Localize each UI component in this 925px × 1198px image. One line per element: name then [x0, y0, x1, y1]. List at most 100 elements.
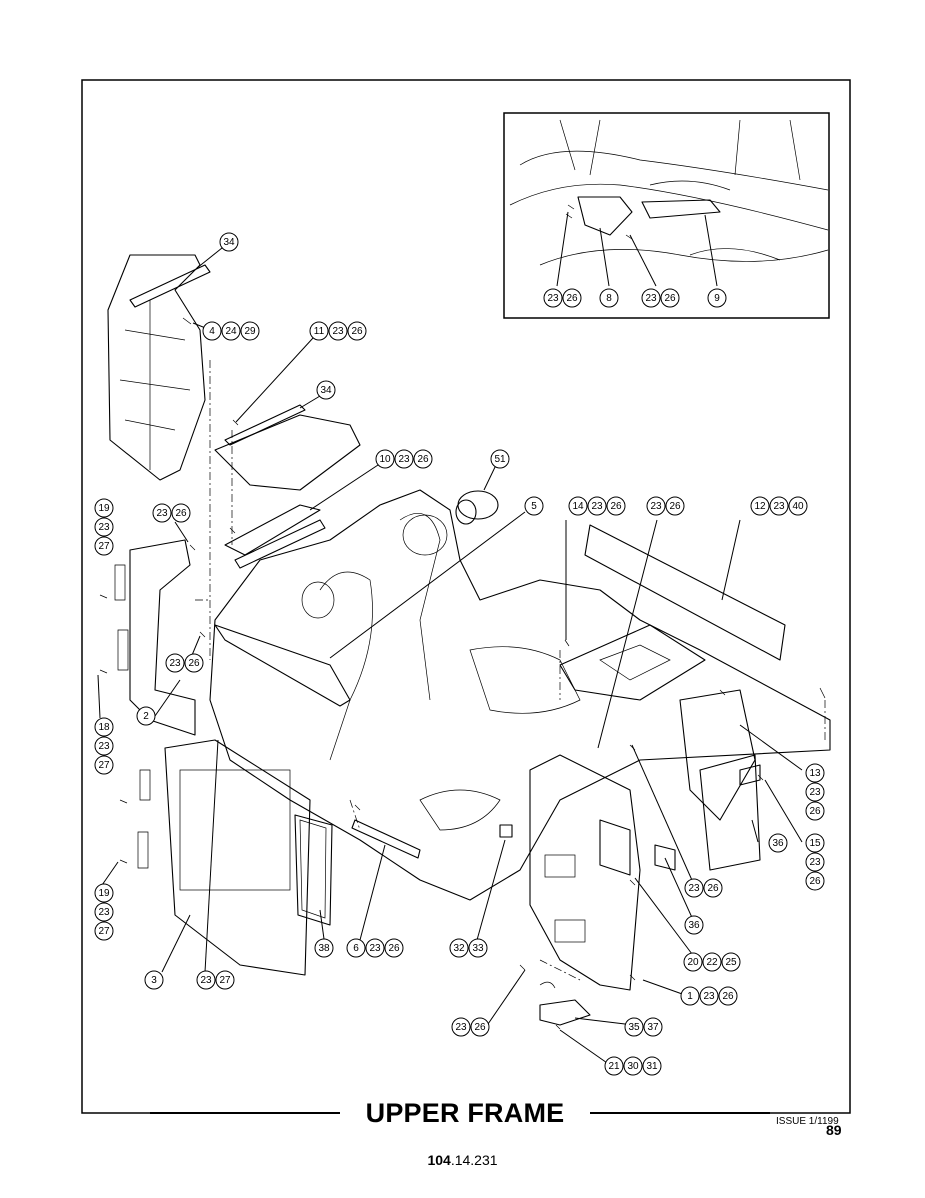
callout-number: 15: [809, 838, 821, 849]
callout-number: 18: [98, 722, 110, 733]
callout-circle: [543, 288, 563, 308]
callout-number: 2: [143, 711, 149, 722]
callout-number: 20: [687, 957, 699, 968]
callout-circle: [394, 449, 414, 469]
frame-linework: [99, 254, 831, 1030]
callout-circle: [805, 763, 825, 783]
callout-number: 35: [628, 1022, 640, 1033]
callout-circle: [144, 970, 164, 990]
callout-c3: 3: [144, 970, 164, 990]
callout-number: 19: [98, 888, 110, 899]
callout-number: 26: [566, 293, 578, 304]
callout-circle: [94, 517, 114, 537]
callout-number: 22: [706, 957, 718, 968]
callout-c2326d: 23 26: [684, 878, 723, 898]
callout-circle: [365, 938, 385, 958]
document-number-rest: .14.231: [450, 1152, 498, 1168]
callout-number: 34: [320, 385, 332, 396]
callout-circle: [768, 833, 788, 853]
callout-number: 36: [688, 920, 700, 931]
callout-circle: [346, 938, 366, 958]
callout-circle: [196, 970, 216, 990]
callout-number: 23: [650, 501, 662, 512]
callout-number: 12: [754, 501, 766, 512]
callout-circle: [316, 380, 336, 400]
callout-circle: [470, 1017, 490, 1037]
callout-c34b: 34: [316, 380, 336, 400]
callout-number: 14: [572, 501, 584, 512]
issue-label: ISSUE 1/1199: [776, 1116, 839, 1127]
callout-circle: [94, 717, 114, 737]
callout-circle: [788, 496, 808, 516]
callout-circle: [490, 449, 510, 469]
callout-number: 23: [645, 293, 657, 304]
callout-number: 40: [792, 501, 804, 512]
callout-circle: [347, 321, 367, 341]
callout-circle: [769, 496, 789, 516]
callout-circle: [599, 288, 619, 308]
callout-number: 23: [547, 293, 559, 304]
callout-number: 26: [388, 943, 400, 954]
callout-circle: [680, 986, 700, 1006]
callout-number: 26: [351, 326, 363, 337]
callout-number: 24: [225, 326, 237, 337]
callout-number: 13: [809, 768, 821, 779]
callout-circle: [413, 449, 433, 469]
callout-circle: [184, 653, 204, 673]
callout-circle: [136, 706, 156, 726]
callout-circle: [94, 498, 114, 518]
callout-number: 9: [714, 293, 720, 304]
callout-circle: [94, 883, 114, 903]
callout-circle: [805, 833, 825, 853]
callout-circle: [152, 503, 172, 523]
callout-circle: [702, 952, 722, 972]
callout-number: 3: [151, 975, 157, 986]
callout-number: 34: [223, 237, 235, 248]
callout-circle: [451, 1017, 471, 1037]
callout-number: 33: [472, 943, 484, 954]
callout-circle: [171, 503, 191, 523]
callout-number: 6: [353, 943, 359, 954]
callout-number: 23: [169, 658, 181, 669]
callout-circle: [221, 321, 241, 341]
callout-i8: 8: [599, 288, 619, 308]
callout-circle: [684, 878, 704, 898]
callout-circle: [641, 288, 661, 308]
callout-number: 23: [98, 522, 110, 533]
callout-circle: [665, 496, 685, 516]
page-number: 89: [826, 1122, 842, 1138]
callout-c34a: 34: [219, 232, 239, 252]
callout-number: 23: [332, 326, 344, 337]
callout-circle: [624, 1017, 644, 1037]
callout-circle: [718, 986, 738, 1006]
callout-circle: [524, 496, 544, 516]
callout-number: 26: [188, 658, 200, 669]
callout-number: 26: [610, 501, 622, 512]
callout-number: 23: [455, 1022, 467, 1033]
callout-number: 23: [809, 857, 821, 868]
callout-number: 23: [688, 883, 700, 894]
callout-number: 19: [98, 503, 110, 514]
callout-c36a: 36: [768, 833, 788, 853]
callout-circle: [707, 288, 727, 308]
callout-circle: [94, 755, 114, 775]
callout-circle: [240, 321, 260, 341]
callout-number: 26: [707, 883, 719, 894]
callout-circle: [805, 801, 825, 821]
callout-circle: [165, 653, 185, 673]
callout-circle: [219, 232, 239, 252]
callout-number: 30: [627, 1061, 639, 1072]
